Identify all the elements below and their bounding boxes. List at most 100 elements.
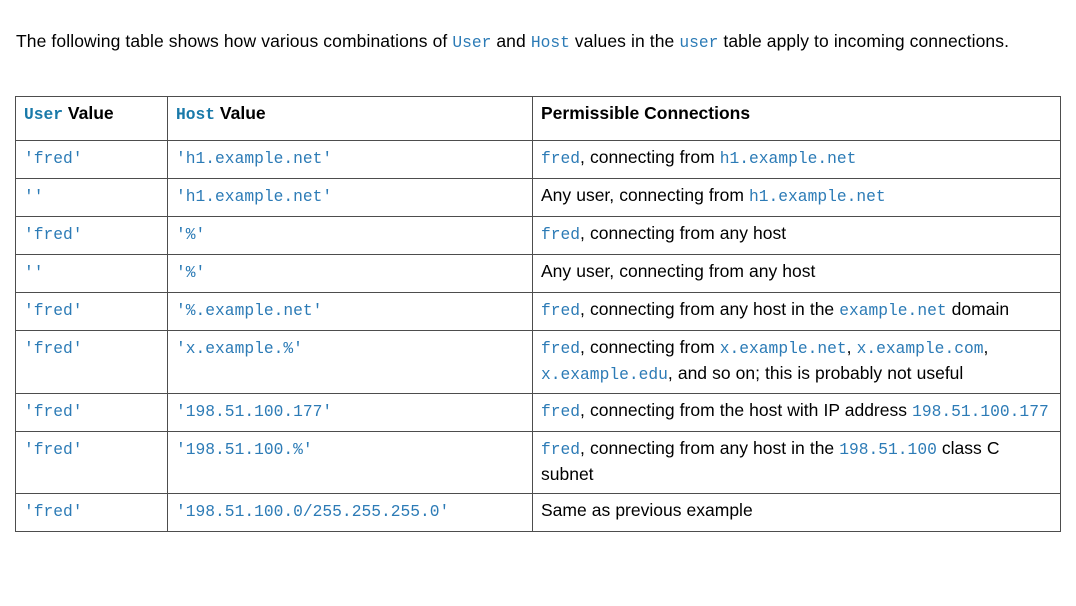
intro-paragraph: The following table shows how various co… — [16, 28, 1056, 56]
cell-permissible-connections: fred, connecting from h1.example.net — [532, 140, 1061, 179]
intro-text-1: The following table shows how various co… — [16, 30, 453, 51]
description-code-fragment: fred — [541, 225, 581, 244]
cell-host-value: '%.example.net' — [167, 292, 533, 331]
header-code-host: Host — [176, 105, 216, 124]
intro-text-2: and — [491, 30, 531, 51]
user-value-code: 'fred' — [24, 225, 83, 244]
cell-user-value: '' — [15, 178, 168, 217]
description-code-fragment: fred — [541, 149, 581, 168]
description-text-fragment: , connecting from any host in the — [580, 438, 840, 458]
column-header-permissible-connections: Permissible Connections — [532, 96, 1061, 141]
cell-host-value: 'h1.example.net' — [167, 178, 533, 217]
cell-permissible-connections: fred, connecting from any host in the 19… — [532, 431, 1061, 494]
table-row: 'fred' 'h1.example.net' fred, connecting f… — [15, 140, 1061, 179]
cell-permissible-connections: Any user, connecting from any host — [532, 254, 1061, 293]
cell-host-value: '198.51.100.%' — [167, 431, 533, 494]
inline-code-user-column: User — [452, 32, 492, 52]
host-value-code: '%' — [176, 225, 206, 244]
description-text-fragment: , — [846, 337, 857, 357]
cell-host-value: 'x.example.%' — [167, 330, 533, 394]
column-header-host-value: Host Value — [167, 96, 533, 141]
description-text-fragment: , connecting from the host with IP addre… — [580, 400, 913, 420]
description-code-fragment: fred — [541, 402, 581, 421]
description-text-fragment: class C subnet — [541, 438, 1000, 484]
user-value-code: 'fred' — [24, 301, 83, 320]
table-body: 'fred''h1.example.net'fred, connecting f… — [15, 140, 1061, 532]
description-text-fragment: , connecting from any host in the — [580, 299, 840, 319]
description-code-fragment: fred — [541, 301, 581, 320]
host-value-code: '%.example.net' — [176, 301, 323, 320]
table-row: '' '%' Any user, connecting from any host — [15, 254, 1061, 293]
user-value-code: 'fred' — [24, 502, 83, 521]
intro-text-3: values in the — [569, 30, 680, 51]
description-text-fragment: domain — [946, 299, 1010, 319]
intro-text-4: table apply to incoming connections. — [718, 30, 1010, 51]
connections-table-wrapper: User Value Host Value Permissible Connec… — [15, 96, 1061, 532]
host-value-code: '%' — [176, 263, 206, 282]
description-code-fragment: fred — [541, 440, 581, 459]
table-head: User Value Host Value Permissible Connec… — [15, 96, 1061, 141]
description-text-fragment: Any user, connecting from any host — [541, 261, 816, 281]
description-code-fragment: 198.51.100 — [839, 440, 937, 459]
cell-user-value: 'fred' — [15, 330, 168, 394]
inline-code-host-column: Host — [530, 32, 570, 52]
description-text-fragment: , and so on; this is probably not useful — [667, 363, 964, 383]
table-row: 'fred' '198.51.100.177' fred, connecting f… — [15, 393, 1061, 432]
cell-user-value: 'fred' — [15, 393, 168, 432]
description-code-fragment: h1.example.net — [719, 149, 857, 168]
table-row: 'fred' '198.51.100.%' fred, connecting fro… — [15, 431, 1061, 494]
user-value-code: 'fred' — [24, 339, 83, 358]
user-value-code: '' — [24, 187, 44, 206]
column-header-user-value: User Value — [15, 96, 168, 141]
description-code-fragment: 198.51.100.177 — [912, 402, 1049, 421]
table-row: 'fred' 'x.example.%' fred, connecting from… — [15, 330, 1061, 394]
host-value-code: '198.51.100.177' — [176, 402, 333, 421]
table-row: 'fred' '198.51.100.0/255.255.255.0' Same a… — [15, 493, 1061, 532]
description-code-fragment: example.net — [839, 301, 947, 320]
description-code-fragment: x.example.com — [856, 339, 984, 358]
description-text-fragment: , connecting from any host — [580, 223, 787, 243]
host-value-code: 'h1.example.net' — [176, 149, 333, 168]
table-row: 'fred' '%.example.net' fred, connecting fr… — [15, 292, 1061, 331]
cell-permissible-connections: fred, connecting from x.example.net, x.e… — [532, 330, 1061, 394]
cell-permissible-connections: fred, connecting from any host in the ex… — [532, 292, 1061, 331]
cell-permissible-connections: Any user, connecting from h1.example.net — [532, 178, 1061, 217]
user-value-code: 'fred' — [24, 440, 83, 459]
table-row: 'fred' '%' fred, connecting from any host — [15, 216, 1061, 255]
description-code-fragment: h1.example.net — [749, 187, 886, 206]
cell-user-value: '' — [15, 254, 168, 293]
user-value-code: '' — [24, 263, 44, 282]
cell-permissible-connections: fred, connecting from any host — [532, 216, 1061, 255]
host-value-code: 'x.example.%' — [176, 339, 303, 358]
description-text-fragment: Any user, connecting from — [541, 185, 749, 205]
description-text-fragment: Same as previous example — [541, 500, 753, 520]
cell-user-value: 'fred' — [15, 431, 168, 494]
cell-user-value: 'fred' — [15, 140, 168, 179]
cell-user-value: 'fred' — [15, 216, 168, 255]
inline-code-user-table: user — [679, 32, 719, 52]
description-code-fragment: x.example.edu — [541, 365, 668, 384]
cell-host-value: '%' — [167, 254, 533, 293]
description-text-fragment: , — [983, 337, 989, 357]
cell-host-value: '198.51.100.177' — [167, 393, 533, 432]
description-code-fragment: fred — [541, 339, 581, 358]
header-code-user: User — [24, 105, 64, 124]
host-value-code: 'h1.example.net' — [176, 187, 333, 206]
host-value-code: '198.51.100.0/255.255.255.0' — [176, 502, 450, 521]
cell-permissible-connections: Same as previous example — [532, 493, 1061, 532]
user-value-code: 'fred' — [24, 149, 83, 168]
host-value-code: '198.51.100.%' — [176, 440, 313, 459]
user-value-code: 'fred' — [24, 402, 83, 421]
description-text-fragment: , connecting from — [580, 337, 720, 357]
table-header-row: User Value Host Value Permissible Connec… — [15, 96, 1061, 141]
cell-user-value: 'fred' — [15, 292, 168, 331]
description-text-fragment: , connecting from — [580, 147, 720, 167]
description-code-fragment: x.example.net — [719, 339, 847, 358]
cell-user-value: 'fred' — [15, 493, 168, 532]
header-label-host-value: Value — [215, 103, 266, 123]
cell-host-value: '198.51.100.0/255.255.255.0' — [167, 493, 533, 532]
header-label-user-value: Value — [63, 103, 114, 123]
cell-permissible-connections: fred, connecting from the host with IP a… — [532, 393, 1061, 432]
cell-host-value: 'h1.example.net' — [167, 140, 533, 179]
